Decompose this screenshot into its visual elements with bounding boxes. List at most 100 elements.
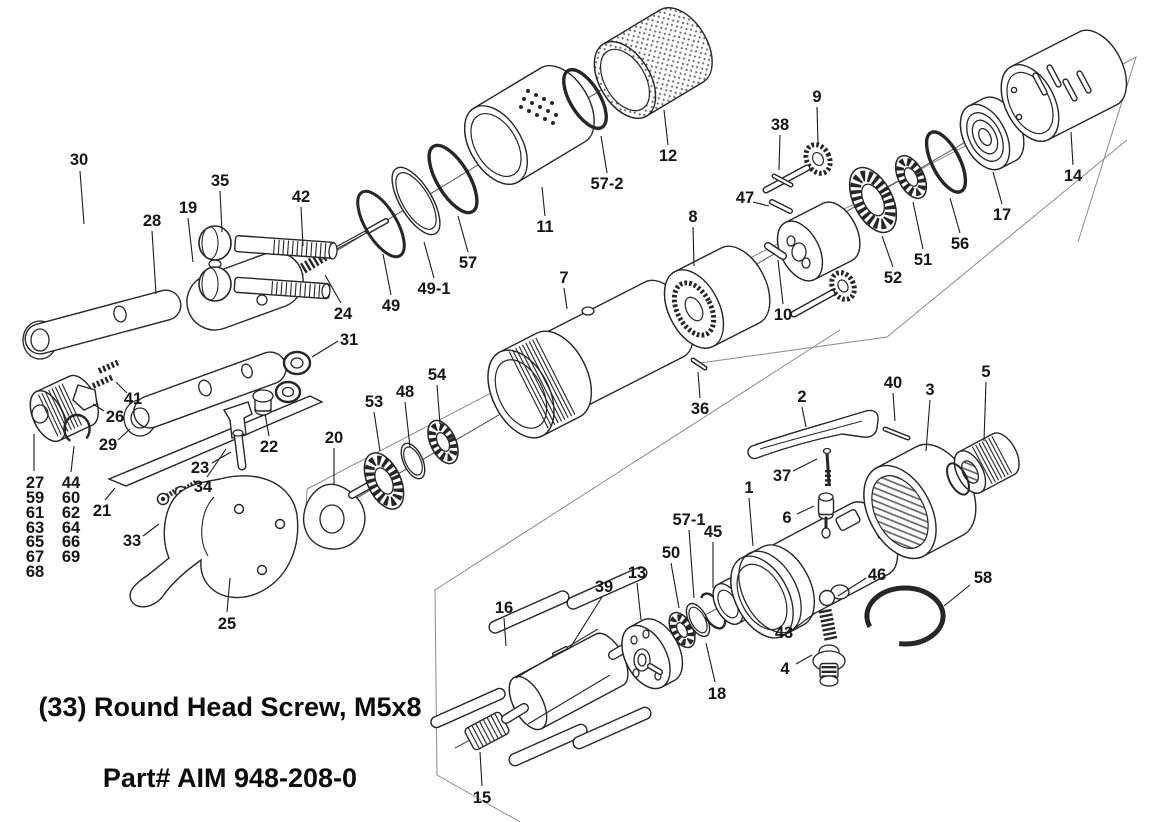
part-number-label: 57-2 — [590, 175, 623, 193]
snap-ring-44 — [63, 413, 91, 445]
nut-31b — [274, 380, 302, 404]
leader-line — [324, 274, 342, 304]
part-callout: 40 — [884, 374, 902, 422]
part-number-label: 42 — [292, 188, 310, 206]
pin-47 — [769, 199, 793, 214]
part-number-label: 68 — [26, 563, 44, 581]
leader-line — [226, 577, 231, 613]
leader-line — [404, 401, 411, 448]
leader-line — [816, 106, 819, 145]
bolt-30a-facet — [201, 226, 219, 260]
part-callout: 4 — [780, 654, 813, 678]
knob-27-knurl — [37, 383, 83, 437]
part-number-label: 36 — [691, 400, 709, 418]
part-number-label: 69 — [62, 548, 80, 566]
leader-line — [187, 217, 194, 263]
part-number-label: 47 — [736, 189, 754, 207]
spring-24 — [284, 248, 332, 283]
part-callout: 26 — [92, 403, 124, 426]
part-number-label: 16 — [495, 599, 513, 617]
part-callout: 14 — [1064, 131, 1083, 185]
part-number-label: 43 — [775, 624, 793, 642]
part-number-label: 57-1 — [672, 511, 705, 529]
bolt-30a-head — [198, 225, 232, 261]
spring-41b — [91, 374, 115, 389]
cylinder-14-slot — [1032, 72, 1048, 96]
part-callout: 13 — [628, 564, 646, 621]
part-number-label: 11 — [536, 218, 553, 236]
part-number-label: 37 — [773, 467, 791, 485]
part-number-label: 46 — [868, 566, 886, 584]
boundary-line-c — [699, 139, 1128, 364]
part-number-label: 22 — [260, 438, 278, 456]
o-ring-49 — [356, 189, 406, 259]
part-callout: 24 — [324, 274, 353, 323]
knob-27-bore — [31, 404, 49, 424]
leader-line — [117, 428, 131, 441]
part-number-label: 21 — [93, 502, 111, 520]
part-number-label: 27 — [26, 474, 44, 492]
o-ring-56 — [924, 130, 968, 194]
leader-line — [311, 340, 339, 358]
part-callout: 28 — [143, 212, 161, 295]
part-callout: 21 — [93, 487, 116, 520]
part-callout: 11 — [536, 186, 554, 236]
part-callout: 61 — [26, 504, 44, 522]
part-number-label: 49 — [382, 297, 400, 315]
part-callout: 1 — [744, 479, 754, 547]
cylinder-14-hole — [1010, 86, 1018, 94]
part-callout: 8 — [688, 208, 698, 267]
leader-line — [705, 642, 716, 683]
pin-10 — [764, 242, 787, 260]
plate-28 — [24, 289, 182, 355]
part-callout: 27 — [26, 434, 44, 492]
part-callout: 57 — [457, 215, 477, 272]
part-callout: 62 — [62, 504, 80, 522]
screw-42-tip — [365, 218, 389, 234]
part-callout: 69 — [62, 548, 80, 566]
ball-46 — [818, 589, 836, 607]
part-callout: 29 — [99, 428, 131, 454]
leader-line — [670, 562, 680, 609]
part-number-label: 60 — [62, 489, 80, 507]
nut-31 — [282, 350, 312, 376]
part-callout: 45 — [704, 523, 722, 588]
part-callout: 38 — [771, 116, 789, 171]
leader-line — [1070, 131, 1074, 166]
valve-6-tip — [821, 527, 831, 539]
vane-16 — [508, 723, 588, 767]
pin-38 — [771, 173, 794, 188]
cap-12 — [593, 7, 713, 119]
part-callout: 64 — [62, 519, 81, 537]
leader-line — [70, 445, 75, 473]
leader-line — [219, 190, 223, 233]
part-number-label: 31 — [340, 331, 358, 349]
leader-line — [881, 235, 894, 268]
ring-gear-8-spline — [671, 280, 717, 338]
guard-25-crease — [201, 496, 215, 557]
plate-13-stub — [647, 663, 663, 675]
part-number-label: 53 — [365, 393, 383, 411]
part-callout: 25 — [218, 577, 236, 633]
leader-line — [423, 241, 435, 279]
plug-5-knurl — [971, 436, 1013, 484]
rotor-neck — [501, 703, 529, 724]
rotor-15 — [508, 632, 629, 731]
part-number-label: 66 — [62, 533, 80, 551]
carrier-hub — [791, 242, 807, 262]
cylinder-14-slot — [1076, 70, 1092, 94]
bolt-30a-threads — [272, 239, 332, 259]
part-callout: 2 — [797, 388, 807, 428]
leader-line — [600, 135, 608, 174]
part-number-label: 57 — [459, 254, 477, 272]
plate-28-hole — [30, 328, 50, 352]
part-callout: 43 — [775, 612, 816, 642]
part-number-label: 54 — [428, 366, 447, 384]
part-callout: 19 — [179, 199, 197, 263]
leader-line — [382, 253, 392, 296]
leader-line — [892, 392, 896, 422]
leader-line — [563, 287, 568, 310]
part-callout: 66 — [62, 533, 80, 551]
